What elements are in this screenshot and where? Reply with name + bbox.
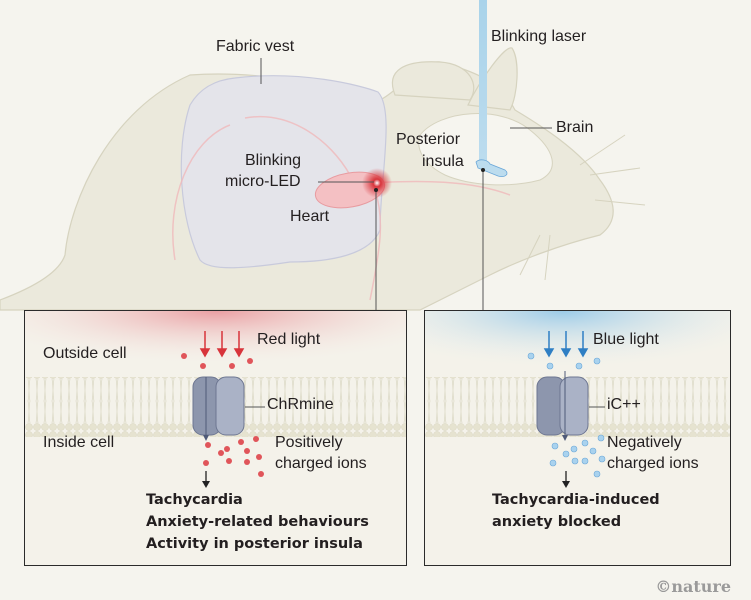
whiskers: [519, 134, 646, 281]
posterior-insula-shape: [475, 159, 508, 177]
label-posterior: Posterior: [396, 131, 461, 148]
label-ic: iC++: [607, 396, 641, 413]
nature-credit: ©nature: [655, 577, 731, 596]
down-arrow: [562, 471, 570, 488]
outcome-anxiety-blocked-2: anxiety blocked: [492, 514, 622, 530]
label-inside-cell: Inside cell: [43, 434, 115, 451]
leader-lines: [260, 58, 552, 310]
rat-ear-back: [391, 61, 475, 101]
label-outside-cell: Outside cell: [43, 345, 127, 362]
label-positively: Positively: [275, 434, 343, 451]
label-negatively: Negatively: [607, 434, 682, 451]
down-arrow: [202, 471, 210, 488]
red-light-arrows: [199, 331, 245, 358]
label-charged-ions: charged ions: [607, 455, 699, 472]
label-blue-light: Blue light: [593, 331, 659, 348]
laser-beam: [479, 0, 487, 165]
chrmine-channel: [192, 376, 245, 441]
label-brain: Brain: [556, 119, 594, 136]
label-heart: Heart: [290, 208, 330, 225]
label-insula: insula: [422, 153, 464, 170]
left-panel-graphic: [25, 311, 406, 565]
outcome-anxiety-blocked-1: Tachycardia-induced: [492, 492, 660, 508]
label-red-light: Red light: [257, 331, 321, 348]
label-chrmine: ChRmine: [267, 396, 334, 413]
outcome-posterior-insula-activity: Activity in posterior insula: [146, 536, 363, 552]
outcome-anxiety-behaviours: Anxiety-related behaviours: [146, 514, 369, 530]
label-blinking: Blinking: [245, 152, 302, 169]
right-panel-ic: Blue light iC++ Negatively charged ions …: [424, 310, 731, 566]
label-charged-ions: charged ions: [275, 455, 367, 472]
micro-led-glow: [362, 168, 392, 198]
outcome-tachycardia: Tachycardia: [146, 492, 243, 508]
blood-vessels: [172, 116, 511, 301]
label-blinking-laser: Blinking laser: [491, 28, 587, 45]
right-panel-graphic: [425, 311, 730, 565]
label-fabric-vest: Fabric vest: [216, 38, 295, 55]
blue-light-arrows: [543, 331, 589, 358]
fabric-vest: [180, 75, 387, 269]
negative-ions: [527, 352, 606, 478]
left-panel-chrmine: Red light Outside cell Inside cell ChRmi…: [24, 310, 407, 566]
positive-ions: [181, 353, 264, 477]
ic-channel: [536, 371, 589, 441]
label-micro-led: micro-LED: [225, 173, 301, 190]
